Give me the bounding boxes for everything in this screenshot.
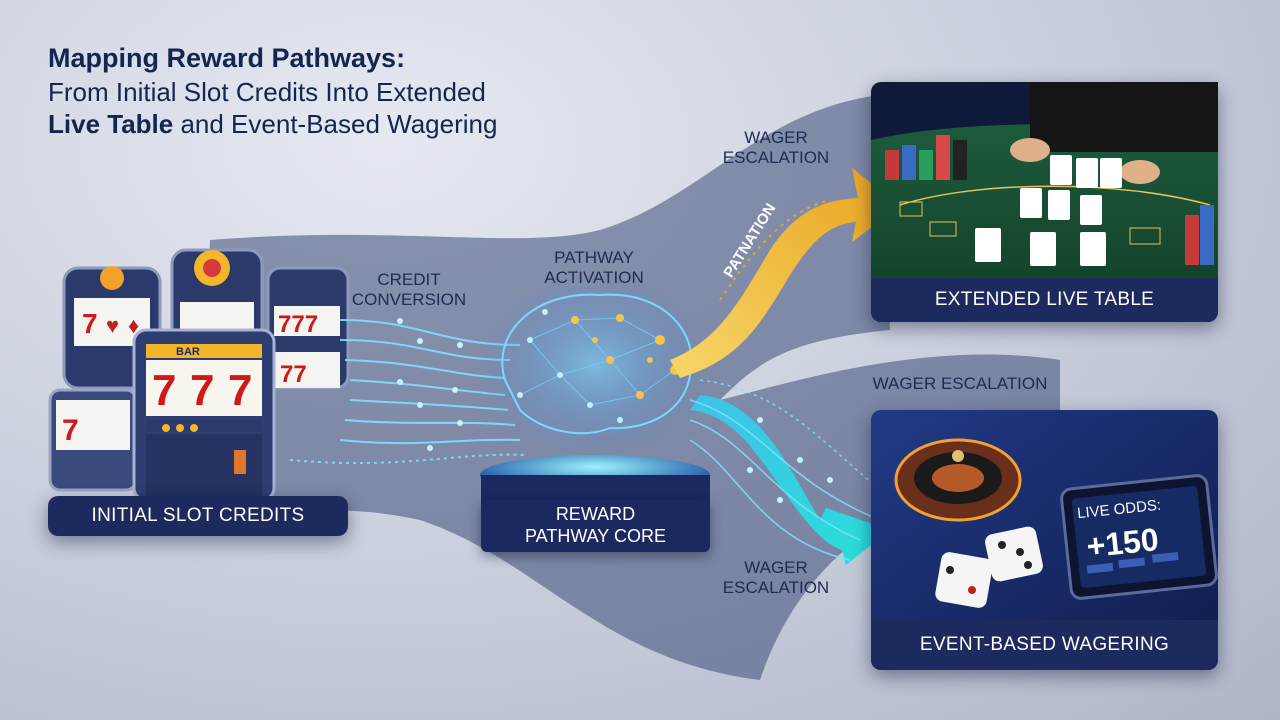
core-caption-line-2: PATHWAY CORE xyxy=(524,526,666,546)
svg-text:7: 7 xyxy=(62,414,79,447)
title-bold-phrase: Live Table xyxy=(48,109,174,140)
neural-brain-illustration xyxy=(475,270,715,505)
event-arrow xyxy=(690,395,890,565)
caption-event-based-wagering: EVENT-BASED WAGERING xyxy=(871,620,1218,670)
live-table-illustration xyxy=(871,82,1218,322)
live-table-arrow-tail xyxy=(719,199,831,301)
label-pathway-activation-line-1: PATHWAY xyxy=(554,248,634,267)
label-wager-escalation-bottom-line-2: ESCALATION xyxy=(722,577,830,597)
credit-flow-dots xyxy=(397,318,463,451)
label-credit-conversion-line-2: CONVERSION xyxy=(351,289,467,309)
label-wager-escalation-top-line-1: WAGER xyxy=(744,128,808,147)
label-credit-conversion-line-1: CREDIT xyxy=(377,270,441,289)
caption-initial-slot-credits: INITIAL SLOT CREDITS xyxy=(48,496,348,536)
svg-text:BAR: BAR xyxy=(176,346,200,358)
title-line-2: From Initial Slot Credits Into Extended xyxy=(48,76,486,107)
label-pathway-activation-line-2: ACTIVATION xyxy=(544,267,644,287)
event-flow-lines xyxy=(689,379,881,561)
event-wagering-illustration: LIVE ODDS: +150 xyxy=(871,410,1218,670)
title-line-1: Mapping Reward Pathways: xyxy=(48,43,406,73)
svg-text:77: 77 xyxy=(280,361,307,388)
label-wager-escalation-mid: WAGER ESCALATION xyxy=(872,374,1048,393)
core-caption-line-1: REWARD xyxy=(555,504,636,525)
label-wager-escalation-bottom: WAGER ESCALATION xyxy=(716,558,836,597)
label-wager-escalation-top: WAGER ESCALATION xyxy=(716,128,836,167)
node-extended-live-table: EXTENDED LIVE TABLE xyxy=(871,82,1218,322)
page-title: Mapping Reward Pathways: From Initial Sl… xyxy=(48,42,497,141)
label-credit-conversion: CREDIT CONVERSION xyxy=(344,270,474,309)
title-line-3: Live Table and Event-Based Wagering xyxy=(48,108,497,141)
svg-text:♦: ♦ xyxy=(128,313,139,338)
node-reward-pathway-core: REWARD PATHWAY CORE xyxy=(481,500,710,552)
label-pathway-activation: PATHWAY ACTIVATION xyxy=(528,248,660,287)
label-wager-escalation-top-line-2: ESCALATION xyxy=(722,147,830,167)
title-line-3-rest: and Event-Based Wagering xyxy=(173,109,498,140)
svg-text:777: 777 xyxy=(278,311,318,338)
slot-machines-illustration: 7 ♥ ♦ 777 77 7 BAR 7 7 7 xyxy=(48,248,350,502)
live-table-arrow xyxy=(670,168,900,378)
svg-text:♥: ♥ xyxy=(106,313,119,338)
reel-symbol-2: 7 xyxy=(190,366,214,415)
svg-text:7: 7 xyxy=(82,308,98,339)
node-initial-slot-credits: INITIAL SLOT CREDITS xyxy=(48,496,348,536)
reel-symbol-3: 7 xyxy=(228,366,252,415)
caption-extended-live-table: EXTENDED LIVE TABLE xyxy=(871,278,1218,322)
odds-value: +150 xyxy=(1085,521,1160,564)
node-event-based-wagering: EVENT-BASED WAGERING xyxy=(871,410,1218,670)
reel-symbol-1: 7 xyxy=(152,366,176,415)
label-wager-escalation-bottom-line-1: WAGER xyxy=(744,558,808,577)
